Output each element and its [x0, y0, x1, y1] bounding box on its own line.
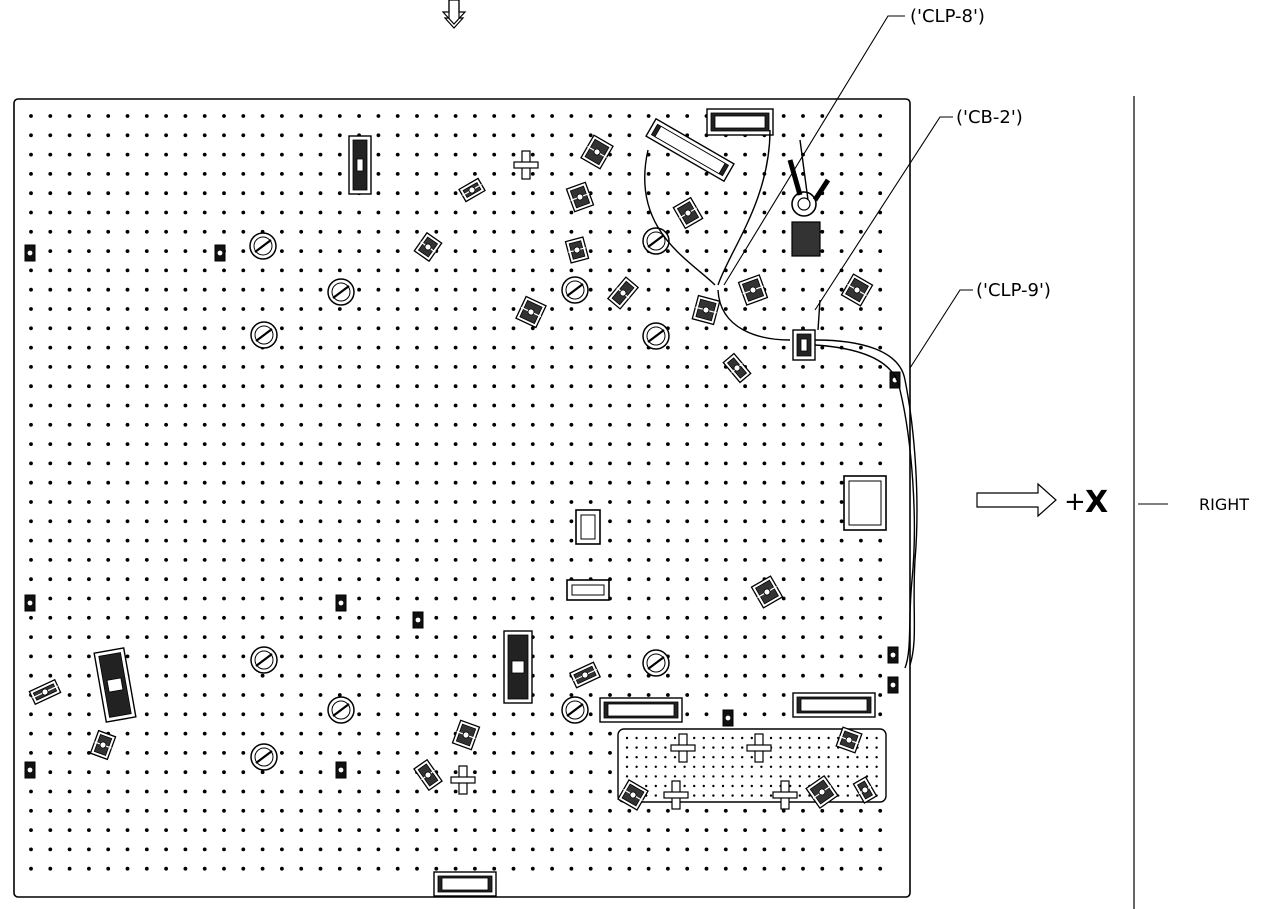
- mirror-mount-icon: [852, 776, 878, 804]
- optical-components: [24, 108, 901, 897]
- mount-bracket-icon: [566, 579, 610, 601]
- fiber-connector-icon: [450, 765, 476, 795]
- breadboard-outline: [13, 98, 911, 898]
- mirror-mount-icon: [89, 729, 117, 761]
- fiber-connector-icon: [670, 733, 696, 763]
- fiber-connector-icon: [772, 780, 798, 810]
- callout-cb-2: ('CB-2'): [956, 107, 1023, 128]
- clamp-icon: [887, 676, 899, 694]
- mirror-mount-icon: [564, 236, 590, 264]
- mirror-mount-icon: [565, 181, 595, 213]
- mount-bracket-icon: [843, 475, 887, 531]
- round-mount-icon: [642, 227, 670, 255]
- callout-leaders: [723, 15, 973, 369]
- mirror-mount-icon: [737, 274, 769, 306]
- round-mount-icon: [561, 696, 589, 724]
- round-mount-icon: [561, 276, 589, 304]
- mirror-mount-icon: [458, 177, 486, 203]
- fiber-connector-icon: [746, 733, 772, 763]
- clamp-icon: [24, 244, 36, 262]
- mirror-mount-icon: [580, 134, 614, 170]
- mirror-mount-icon: [451, 719, 481, 751]
- round-mount-icon: [250, 321, 278, 349]
- mirror-mount-icon: [722, 352, 752, 384]
- mirror-mount-icon: [28, 678, 62, 706]
- mirror-mount-icon: [672, 196, 704, 230]
- mirror-mount-icon: [840, 273, 874, 307]
- translation-stage-icon: [503, 630, 533, 704]
- fiber-cables: [644, 129, 918, 669]
- mirror-mount-icon: [413, 758, 443, 792]
- round-mount-icon: [327, 696, 355, 724]
- mirror-mount-icon: [691, 294, 721, 326]
- axis-x-label: X: [1085, 485, 1108, 520]
- x-direction-arrow-icon: [976, 482, 1057, 518]
- translation-stage-icon: [433, 871, 497, 897]
- translation-stage-icon: [792, 329, 816, 361]
- translation-stage-icon: [348, 135, 372, 195]
- clamp-icon: [412, 611, 424, 629]
- mirror-mount-icon: [835, 726, 863, 754]
- round-mount-icon: [249, 232, 277, 260]
- clamp-icon: [335, 594, 347, 612]
- clamp-icon: [722, 709, 734, 727]
- clamp-icon: [24, 594, 36, 612]
- callout-clp-9: ('CLP-9'): [976, 280, 1051, 301]
- mount-bracket-icon: [575, 509, 601, 545]
- translation-stage-icon: [599, 697, 683, 723]
- round-mount-icon: [642, 322, 670, 350]
- mirror-mount-icon: [568, 661, 602, 689]
- clamp-icon: [24, 761, 36, 779]
- mirror-mount-icon: [750, 575, 784, 609]
- clamp-icon: [335, 761, 347, 779]
- translation-stage-icon: [792, 692, 876, 718]
- round-mount-icon: [642, 649, 670, 677]
- fiber-connector-icon: [513, 150, 539, 180]
- round-mount-icon: [250, 743, 278, 771]
- axis-plus-sign: +: [1064, 487, 1086, 517]
- mirror-mount-icon: [413, 231, 443, 263]
- mounting-hole-grid: [29, 114, 883, 871]
- round-mount-icon: [250, 646, 278, 674]
- fiber-connector-icon: [663, 780, 689, 810]
- callout-clp-8: ('CLP-8'): [910, 6, 985, 27]
- translation-stage-icon: [93, 647, 137, 723]
- translation-stage-icon: [645, 117, 735, 183]
- translation-stage-icon: [706, 108, 774, 136]
- up-direction-arrow-icon: [441, 0, 467, 29]
- clamp-icon: [887, 646, 899, 664]
- mirror-mount-icon: [805, 774, 839, 810]
- clamp-icon: [214, 244, 226, 262]
- round-mount-icon: [327, 278, 355, 306]
- mirror-mount-icon: [606, 276, 640, 310]
- mirror-mount-icon: [515, 295, 547, 329]
- mirror-mount-icon: [617, 779, 649, 811]
- rotation-cage-icon: [787, 159, 831, 257]
- right-side-label: RIGHT: [1199, 495, 1249, 514]
